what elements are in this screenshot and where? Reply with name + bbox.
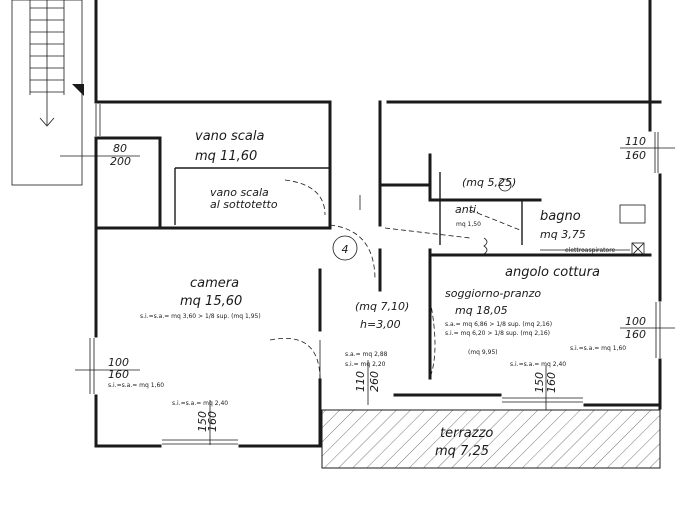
- bagno-fan: elettroaspiratore: [565, 247, 616, 254]
- doors: [269, 179, 521, 381]
- windows: [89, 104, 661, 445]
- vano-scala-name: vano scala: [195, 129, 264, 144]
- terrace-area: [321, 409, 661, 469]
- anti-area: mq 1,50: [456, 221, 481, 228]
- soggiorno-name: soggiorno-pranzo: [445, 287, 541, 300]
- soggiorno-area: mq 18,05: [455, 304, 508, 317]
- right-window-ratio: s.i.=s.a.= mq 1,60: [570, 345, 626, 352]
- terrazzo-area: mq 7,25: [435, 444, 489, 459]
- anti-name: anti.: [455, 203, 480, 216]
- soggiorno-window-width: 150: [533, 372, 546, 393]
- terrace-door-width: 110: [354, 371, 367, 392]
- entry-marker: 4: [332, 235, 358, 261]
- angolo-cottura-name: angolo cottura: [505, 265, 600, 280]
- right-window-width: 100: [625, 315, 646, 328]
- soggiorno-window-height: 160: [545, 372, 558, 393]
- right-window-height: 160: [625, 328, 646, 341]
- sottotetto-line1: vano scala: [210, 186, 269, 199]
- room-labels: vano scala mq 11,60 vano scala al sottot…: [140, 129, 616, 459]
- disimpegno-si: s.i.= mq 2,20: [345, 361, 386, 368]
- left-window-ratio: s.i.=s.a.= mq 1,60: [108, 382, 164, 389]
- sottotetto-line2: al sottotetto: [210, 198, 278, 211]
- camera-name: camera: [190, 276, 239, 291]
- camera-bottom-window-ratio: s.i.=s.a.= mq 2,40: [172, 400, 228, 407]
- window-dimensions: 80 200 110 160 100 160 s.i.=s.a.= mq 1,6…: [60, 135, 675, 445]
- stair-window-height: 200: [110, 155, 131, 168]
- bagno-fixtures: [483, 178, 646, 256]
- bagno-name: bagno: [540, 209, 581, 224]
- external-staircase: [11, 0, 84, 186]
- soggiorno-subarea: (mq 9,95): [468, 349, 498, 356]
- bagno-window: (mq 5,25): [462, 176, 516, 189]
- terrazzo-name: terrazzo: [440, 426, 493, 441]
- soggiorno-window-ratio: s.i.=s.a.= mq 2,40: [510, 361, 566, 368]
- left-window-width: 100: [108, 356, 129, 369]
- vano-scala-area: mq 11,60: [195, 149, 257, 164]
- stair-window-width: 80: [113, 142, 127, 155]
- disimpegno-sa: s.a.= mq 2,88: [345, 351, 388, 358]
- bagno-area: mq 3,75: [540, 228, 586, 241]
- camera-bottom-window-width: 150: [196, 411, 209, 432]
- top-right-window-height: 160: [625, 149, 646, 162]
- top-right-window-width: 110: [625, 135, 646, 148]
- camera-ratio: s.i.=s.a.= mq 3,60 > 1/8 sup. (mq 1,95): [140, 313, 261, 320]
- walls: [94, 0, 662, 448]
- camera-area: mq 15,60: [180, 294, 242, 309]
- entry-marker-label: 4: [342, 243, 349, 256]
- soggiorno-ratio1: s.a.= mq 6,86 > 1/8 sup. (mq 2,16): [445, 321, 552, 328]
- disimpegno-height: h=3,00: [360, 318, 401, 331]
- terrace-door-height: 260: [368, 371, 381, 392]
- camera-bottom-window-height: 160: [206, 411, 219, 432]
- disimpegno-area: (mq 7,10): [355, 300, 409, 313]
- soggiorno-ratio2: s.i.= mq 6,20 > 1/8 sup. (mq 2,16): [445, 330, 550, 337]
- left-window-height: 160: [108, 368, 129, 381]
